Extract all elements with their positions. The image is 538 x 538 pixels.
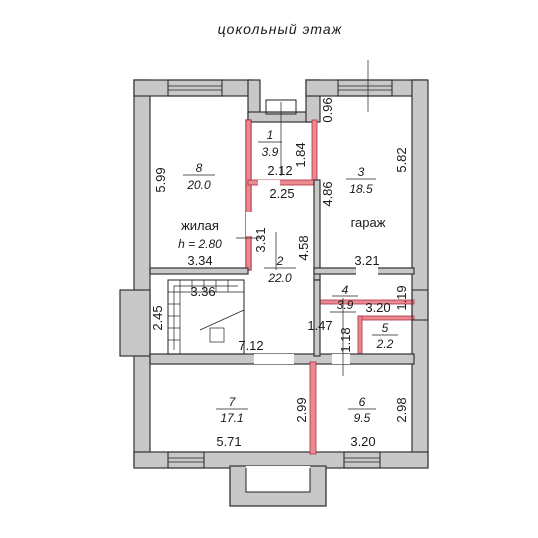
room-name-8: жилая (181, 218, 219, 233)
door-openings (246, 180, 378, 364)
dim-2-12: 2.12 (267, 163, 292, 178)
dim-1-18: 1.18 (338, 327, 353, 352)
dim-3-34: 3.34 (187, 253, 212, 268)
dim-2-45: 2.45 (150, 305, 165, 330)
dimension-labels: 0.96 1.84 2.12 5.99 2.25 4.86 5.82 3.31 … (150, 97, 409, 449)
room-area-2: 22.0 (267, 271, 292, 285)
staircase (167, 279, 245, 355)
dim-3-31: 3.31 (253, 227, 268, 252)
dim-5-99: 5.99 (153, 167, 168, 192)
dim-3-20-a: 3.20 (365, 300, 390, 315)
bay-outline (229, 468, 327, 507)
room-number-3: 3 (358, 165, 365, 179)
room-number-8: 8 (196, 161, 203, 175)
reference-lines (236, 60, 369, 376)
room-area-4: 3.9 (337, 298, 354, 312)
room-name-3: гараж (351, 215, 386, 230)
room-area-1: 3.9 (262, 145, 279, 159)
room-number-2: 2 (276, 254, 284, 268)
room-area-5: 2.2 (376, 337, 394, 351)
dim-3-20-b: 3.20 (350, 434, 375, 449)
dim-2-25: 2.25 (269, 186, 294, 201)
dim-4-58: 4.58 (296, 235, 311, 260)
dim-7-12: 7.12 (238, 338, 263, 353)
room-area-3: 18.5 (349, 182, 373, 196)
dim-4-86: 4.86 (320, 181, 335, 206)
plan-title: цокольный этаж (218, 21, 343, 37)
dim-5-71: 5.71 (216, 434, 241, 449)
windows (167, 79, 429, 469)
dim-2-98: 2.98 (394, 397, 409, 422)
room-number-6: 6 (359, 395, 366, 409)
outer-walls (119, 79, 429, 507)
room-area-7: 17.1 (220, 411, 243, 425)
room-number-4: 4 (342, 283, 349, 297)
room-area-6: 9.5 (354, 411, 371, 425)
dim-2-99: 2.99 (294, 397, 309, 422)
room-area-8: 20.0 (186, 178, 211, 192)
room-number-1: 1 (267, 128, 274, 142)
dim-5-82: 5.82 (394, 147, 409, 172)
dim-3-36: 3.36 (190, 284, 215, 299)
room-number-7: 7 (229, 395, 237, 409)
dim-1-19: 1.19 (394, 285, 409, 310)
dim-1-84: 1.84 (293, 142, 308, 167)
dim-1-47: 1.47 (307, 318, 332, 333)
dim-0-96: 0.96 (320, 97, 335, 122)
room-labels: 1 3.9 8 20.0 жилая h = 2.80 3 18.5 гараж… (178, 128, 398, 425)
dim-3-21: 3.21 (354, 253, 379, 268)
room-height-8: h = 2.80 (178, 237, 222, 251)
bay-inner-outline (245, 468, 311, 493)
room-number-5: 5 (382, 321, 389, 335)
